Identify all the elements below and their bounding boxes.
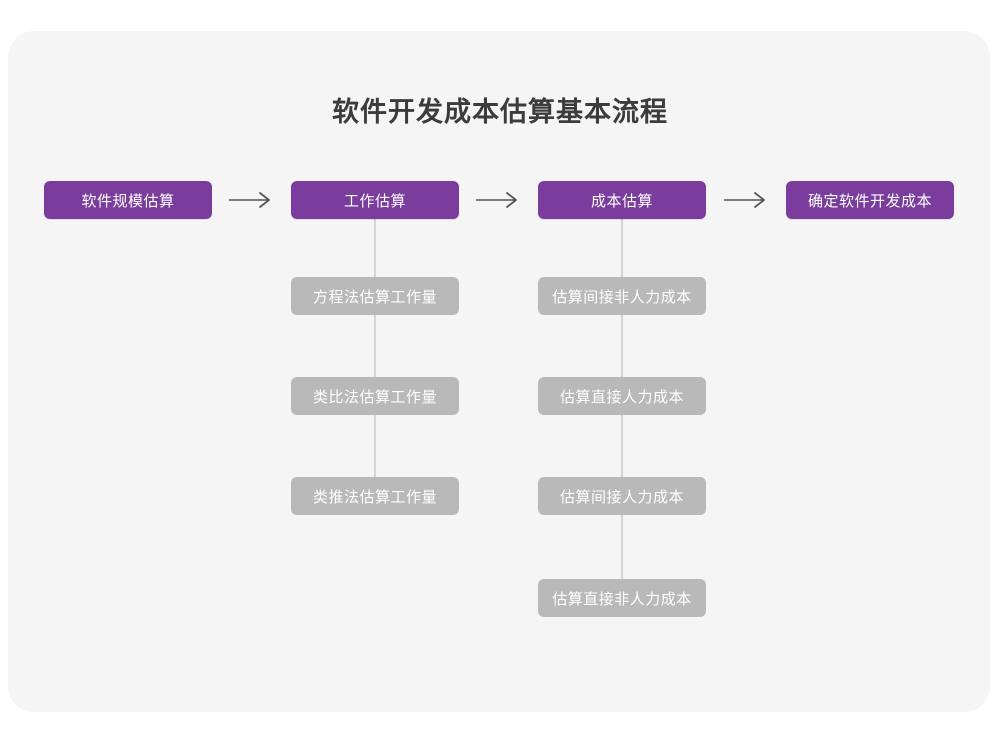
substep-box-analogical-method-effort[interactable]: 类推法估算工作量	[291, 477, 459, 515]
step-box-determine-development-cost[interactable]: 确定软件开发成本	[786, 181, 954, 219]
substep-label: 估算直接非人力成本	[552, 590, 692, 608]
substep-box-equation-method-effort[interactable]: 方程法估算工作量	[291, 277, 459, 315]
arrow-right-icon-1	[228, 189, 276, 211]
substep-label: 类推法估算工作量	[312, 488, 437, 506]
arrow-right-icon-3	[723, 189, 771, 211]
substep-label: 类比法估算工作量	[312, 388, 437, 406]
substep-box-analogy-method-effort[interactable]: 类比法估算工作量	[291, 377, 459, 415]
step-box-cost-estimation[interactable]: 成本估算	[538, 181, 706, 219]
connector-line-work-column	[374, 219, 376, 501]
diagram-canvas	[8, 31, 990, 712]
page-title: 软件开发成本估算基本流程	[332, 97, 668, 127]
substep-box-direct-labor-cost[interactable]: 估算直接人力成本	[538, 377, 706, 415]
substep-label: 估算直接人力成本	[559, 388, 684, 406]
substep-box-direct-non-labor-cost[interactable]: 估算直接非人力成本	[538, 579, 706, 617]
step-label: 软件规模估算	[81, 192, 175, 210]
step-label: 成本估算	[590, 192, 653, 210]
substep-label: 估算间接非人力成本	[552, 288, 692, 306]
substep-box-indirect-non-labor-cost[interactable]: 估算间接非人力成本	[538, 277, 706, 315]
arrow-right-icon-2	[475, 189, 523, 211]
step-box-software-scale-estimation[interactable]: 软件规模估算	[44, 181, 212, 219]
step-box-work-estimation[interactable]: 工作估算	[291, 181, 459, 219]
substep-label: 估算间接人力成本	[559, 488, 684, 506]
substep-label: 方程法估算工作量	[312, 288, 437, 306]
step-label: 确定软件开发成本	[807, 192, 932, 210]
step-label: 工作估算	[343, 192, 406, 210]
substep-box-indirect-labor-cost[interactable]: 估算间接人力成本	[538, 477, 706, 515]
